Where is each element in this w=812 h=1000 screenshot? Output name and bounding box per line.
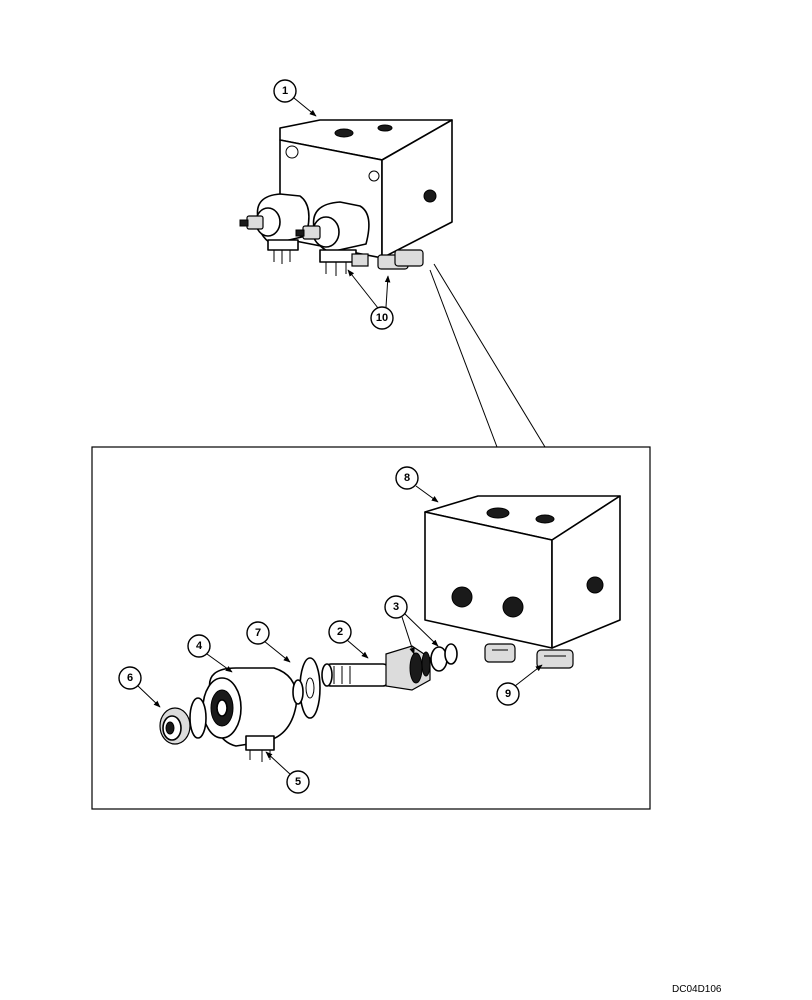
valve-block-detail	[424, 495, 621, 669]
callout-3: 3	[384, 595, 439, 655]
drawing-code: DC04D106	[672, 984, 722, 995]
callout-5: 5	[265, 751, 310, 794]
callout-6: 6	[118, 666, 161, 708]
solenoid-left	[239, 193, 310, 264]
svg-text:8: 8	[404, 472, 410, 484]
callout-9: 9	[496, 664, 543, 706]
svg-text:5: 5	[295, 776, 301, 788]
svg-text:3: 3	[393, 601, 399, 613]
solenoid-coil	[202, 667, 304, 762]
detail-leader-right	[433, 263, 546, 448]
nut	[159, 697, 207, 745]
fittings	[484, 643, 574, 669]
svg-text:7: 7	[255, 627, 261, 639]
callout-7: 7	[246, 621, 291, 663]
svg-text:9: 9	[505, 688, 511, 700]
callout-10: 10	[347, 269, 394, 330]
valve-cartridge	[321, 643, 458, 691]
svg-text:6: 6	[127, 672, 133, 684]
callout-2: 2	[328, 620, 369, 659]
svg-text:1: 1	[282, 85, 288, 97]
svg-text:10: 10	[376, 312, 388, 324]
svg-text:2: 2	[337, 626, 343, 638]
svg-text:4: 4	[196, 640, 203, 652]
valve-assembly-top	[239, 119, 453, 276]
callout-1: 1	[273, 79, 317, 117]
detail-leader-left	[429, 269, 498, 448]
solenoid-right	[295, 201, 370, 276]
callout-4: 4	[187, 634, 233, 673]
detail-frame	[91, 446, 651, 810]
callout-8: 8	[395, 466, 439, 503]
